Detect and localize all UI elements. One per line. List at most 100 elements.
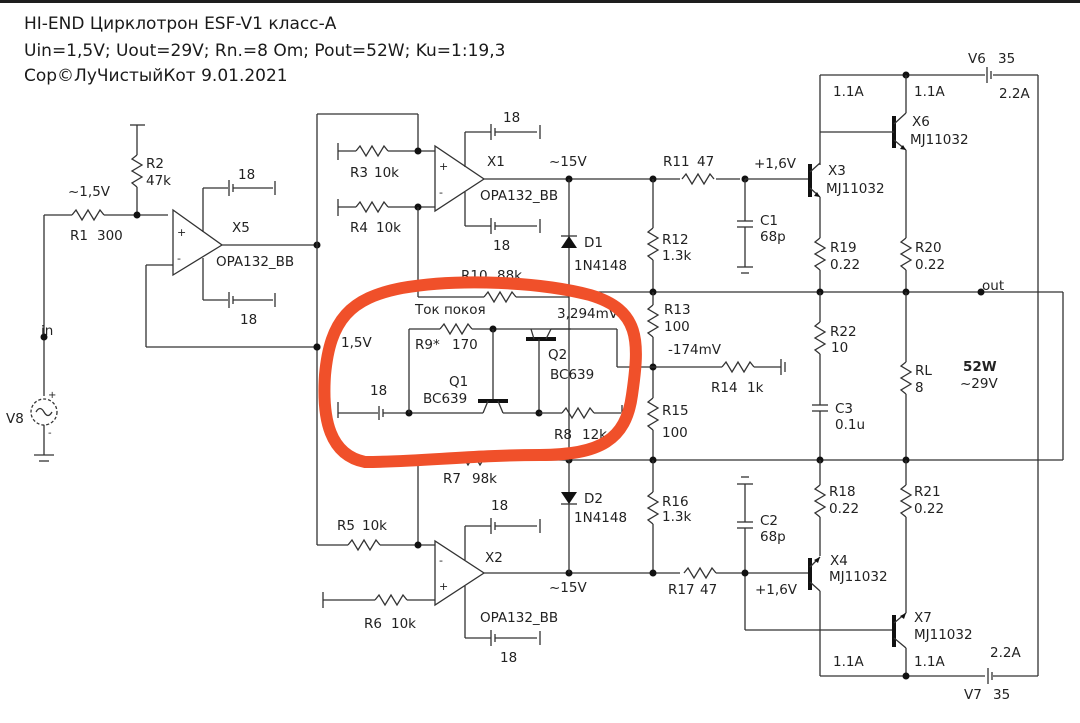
d2-model: 1N4148 xyxy=(574,510,627,526)
x1-name: X1 xyxy=(487,154,505,170)
v8-label: V8 xyxy=(6,411,24,427)
c1-value: 68p xyxy=(760,229,786,245)
x5-supply-neg: 18 xyxy=(240,312,257,328)
r7-name: R7 xyxy=(443,471,461,487)
x5-supply-pos: 18 xyxy=(238,167,255,183)
r11-value: 47 xyxy=(697,154,714,170)
x4-model: MJ11032 xyxy=(829,569,888,585)
x6-name: X6 xyxy=(912,114,930,130)
resistor-r1: ~1,5V R1 300 xyxy=(44,184,168,244)
resistor-r14: R14 1k xyxy=(653,359,786,396)
transistor-x4: X4 MJ11032 xyxy=(808,553,888,676)
diode-d1: D1 1N4148 xyxy=(561,179,627,460)
x6-model: MJ11032 xyxy=(910,132,969,148)
resistor-r20: R20 0.22 xyxy=(900,237,945,292)
r22-value: 10 xyxy=(831,340,848,356)
capacitor-c2: C2 68p +1,6V xyxy=(737,476,798,630)
r14-value: 1k xyxy=(747,380,764,396)
base-voltage-top: +1,6V xyxy=(754,156,797,172)
bias-supply: 18 xyxy=(370,383,387,399)
r20-value: 0.22 xyxy=(915,257,945,273)
x1-supply-neg: 18 xyxy=(493,238,510,254)
r3-value: 10k xyxy=(374,165,399,181)
r6-value: 10k xyxy=(391,616,416,632)
resistor-r11: R11 47 xyxy=(649,154,716,186)
r22-name: R22 xyxy=(830,324,857,340)
r19-value: 0.22 xyxy=(830,257,860,273)
v7-name: V7 xyxy=(964,687,982,703)
transistor-x7: X7 MJ11032 xyxy=(745,610,973,676)
x3-model: MJ11032 xyxy=(826,181,885,197)
r16-value: 1.3k xyxy=(662,509,691,525)
r13-name: R13 xyxy=(664,302,691,318)
x4-name: X4 xyxy=(830,553,848,569)
c2-name: C2 xyxy=(760,513,778,529)
output-voltage: ~29V xyxy=(960,376,998,392)
r18-value: 0.22 xyxy=(829,501,859,517)
r4-value: 10k xyxy=(376,220,401,236)
bias-block: 1,5V Ток покоя 18 R9* 170 Q1 BC639 Q2 xyxy=(313,302,653,443)
rl-name: RL xyxy=(915,363,932,379)
schematic-specs: Uin=1,5V; Uout=29V; Rn.=8 Om; Pout=52W; … xyxy=(24,41,506,61)
red-annotation-circle xyxy=(318,276,642,469)
battery-v7: 2.2A V7 35 xyxy=(964,645,1021,703)
x3-current: 1.1A xyxy=(833,84,864,100)
resistor-r17: R17 47 xyxy=(668,566,717,598)
r19-name: R19 xyxy=(830,240,857,256)
svg-text:+: + xyxy=(439,160,448,173)
r16-name: R16 xyxy=(662,494,689,510)
v8-minus: - xyxy=(48,428,52,439)
input-voltage-label: ~1,5V xyxy=(68,184,111,200)
bias-input-voltage: 1,5V xyxy=(341,335,372,351)
q2-name: Q2 xyxy=(548,347,567,363)
r12-name: R12 xyxy=(662,232,689,248)
svg-text:+: + xyxy=(439,580,448,593)
svg-text:-: - xyxy=(439,554,443,567)
capacitor-c3: C3 0.1u xyxy=(812,401,865,460)
x2-output-voltage: ~15V xyxy=(549,580,587,596)
r18-name: R18 xyxy=(829,484,856,500)
x7-name: X7 xyxy=(914,610,932,626)
resistor-r18: R18 0.22 xyxy=(814,460,859,556)
diode-d2: D2 1N4148 xyxy=(561,460,627,573)
svg-text:-: - xyxy=(439,186,443,199)
c3-name: C3 xyxy=(835,401,853,417)
out-label: out xyxy=(982,278,1004,294)
top-bar xyxy=(0,0,1080,3)
x7-model: MJ11032 xyxy=(914,627,973,643)
v7-value: 35 xyxy=(993,687,1010,703)
input-source-v8: V8 + - in xyxy=(6,215,58,462)
r21-name: R21 xyxy=(914,484,941,500)
r3-name: R3 xyxy=(350,165,368,181)
r12-value: 1.3k xyxy=(662,248,691,264)
r13-value: 100 xyxy=(664,319,690,335)
x5-name: X5 xyxy=(232,220,250,236)
d1-model: 1N4148 xyxy=(574,258,627,274)
transistor-x6: X6 MJ11032 xyxy=(820,75,969,238)
resistor-r16: R16 1.3k xyxy=(647,460,691,577)
opamp-x5: + - 18 18 X5 OPA132_BB xyxy=(145,167,321,351)
x5-model: OPA132_BB xyxy=(216,254,294,270)
resistor-r21: R21 0.22 xyxy=(900,460,944,613)
r21-value: 0.22 xyxy=(914,501,944,517)
r5-value: 10k xyxy=(362,518,387,534)
r17-name: R17 xyxy=(668,582,695,598)
resistor-r19: R19 0.22 xyxy=(814,237,860,292)
x2-supply-neg: 18 xyxy=(491,498,508,514)
resistor-r2: R2 47k xyxy=(130,124,171,219)
x2-supply-pos: 18 xyxy=(500,650,517,666)
r6-name: R6 xyxy=(364,616,382,632)
q1-name: Q1 xyxy=(449,374,468,390)
v8-plus: + xyxy=(48,390,56,401)
resistor-rl: RL 8 xyxy=(900,292,932,460)
r9-value: 170 xyxy=(452,337,478,353)
r15-name: R15 xyxy=(662,403,689,419)
svg-text:+: + xyxy=(177,226,186,239)
x2-model: OPA132_BB xyxy=(480,610,558,626)
r14-name: R14 xyxy=(711,380,738,396)
x4-current: 1.1A xyxy=(833,654,864,670)
r4-name: R4 xyxy=(350,220,368,236)
d1-name: D1 xyxy=(584,235,603,251)
capacitor-c1: C1 68p +1,6V xyxy=(737,156,797,274)
